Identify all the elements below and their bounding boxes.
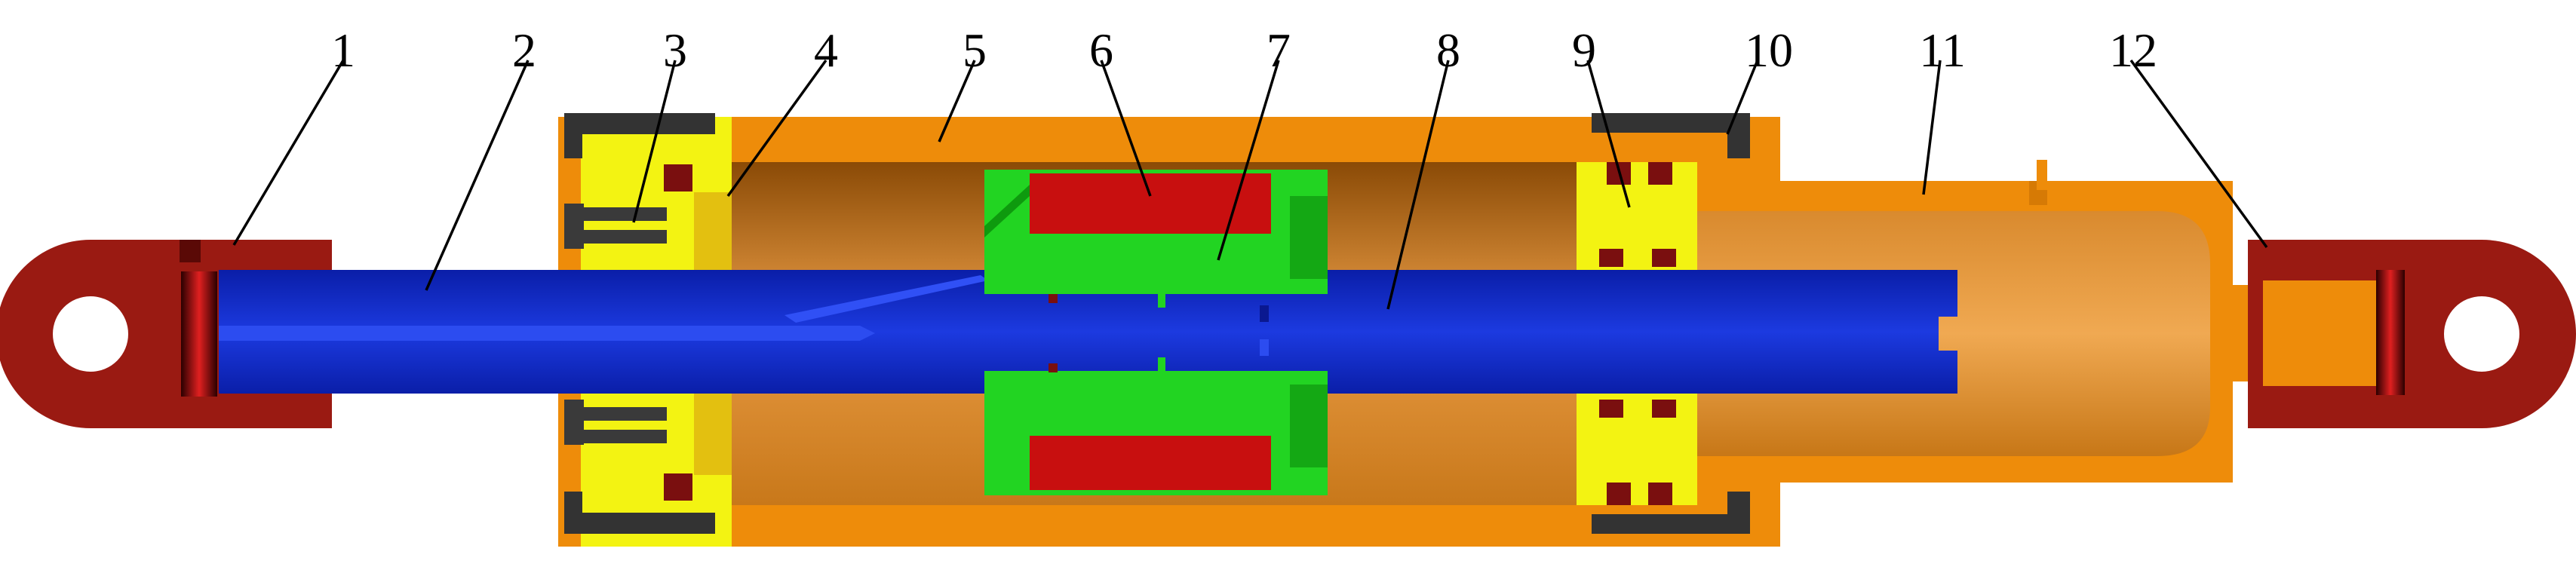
right-flange-bolts (1592, 113, 1750, 534)
leader-line-4 (726, 59, 827, 198)
leader-line-9 (1586, 60, 1631, 208)
callout-label-2: 2 (512, 23, 536, 77)
callout-numbers: 1 2 3 4 5 6 7 8 9 10 11 12 (331, 23, 2157, 77)
leader-line-1 (232, 60, 345, 246)
leader-line-7 (1217, 60, 1280, 261)
right-rod-end (2225, 240, 2576, 428)
leader-line-12 (2129, 59, 2268, 249)
leader-lines (232, 59, 2268, 310)
callout-label-3: 3 (663, 23, 687, 77)
callout-label-5: 5 (963, 23, 987, 77)
piston-rod (219, 270, 1957, 394)
callout-label-7: 7 (1267, 23, 1291, 77)
leader-line-10 (1726, 60, 1759, 135)
callout-label-9: 9 (1572, 23, 1596, 77)
callout-label-12: 12 (2109, 23, 2157, 77)
leader-line-5 (938, 60, 976, 142)
magnetic-piston (984, 170, 1328, 495)
callout-label-8: 8 (1436, 23, 1460, 77)
callout-label-11: 11 (1919, 23, 1966, 77)
leader-line-6 (1100, 60, 1152, 197)
leader-line-3 (632, 60, 677, 223)
callout-label-6: 6 (1089, 23, 1113, 77)
leader-line-11 (1922, 60, 1942, 195)
leader-line-8 (1386, 60, 1450, 310)
callout-label-4: 4 (814, 23, 838, 77)
leader-line-2 (425, 60, 530, 291)
callout-label-1: 1 (331, 23, 355, 77)
left-flange-bolts (564, 113, 715, 534)
callout-label-10: 10 (1745, 23, 1793, 77)
